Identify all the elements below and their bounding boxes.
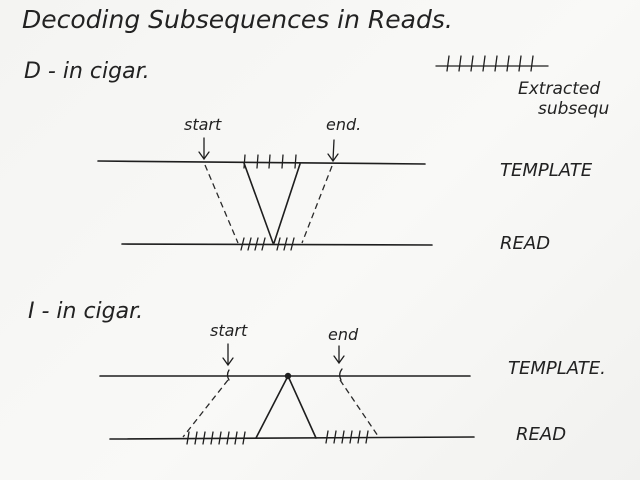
deletion-template-line — [97, 160, 426, 165]
insertion-right-diverge-line — [287, 375, 317, 439]
insertion-end-label: end — [328, 325, 359, 344]
diagram-title: Decoding Subsequences in Reads. — [22, 5, 453, 34]
insertion-end-dashed-line — [339, 379, 379, 437]
insertion-read-label: READ — [516, 424, 566, 445]
deletion-start-arrow-icon — [198, 137, 210, 161]
insertion-start-arrow-icon — [222, 343, 234, 367]
insertion-end-arrow-icon — [333, 345, 345, 365]
insertion-start-dashed-line — [182, 379, 229, 438]
deletion-heading: D - in cigar. — [24, 59, 150, 84]
deletion-template-label: TEMPLATE — [500, 160, 593, 181]
deletion-end-dashed-line — [301, 165, 333, 244]
deletion-end-arrow-icon — [327, 139, 339, 163]
deletion-read-ticks — [240, 237, 295, 251]
legend-tick-mark-icon — [435, 55, 549, 72]
legend-label-line1: Extracted — [518, 79, 600, 99]
insertion-read-ticks — [186, 430, 369, 445]
insertion-heading: I - in cigar. — [28, 299, 143, 324]
deletion-right-converge-line — [273, 163, 301, 244]
deletion-end-label: end. — [326, 115, 361, 134]
legend-extracted-subsequence: Extracted subsequ — [435, 55, 610, 119]
insertion-end-hook — [339, 368, 343, 381]
insertion-left-diverge-line — [255, 375, 289, 439]
legend-label-line2: subsequ — [538, 99, 610, 119]
insertion-section: I - in cigar. start end — [28, 299, 606, 445]
insertion-read-line — [109, 436, 475, 440]
insertion-start-label: start — [210, 321, 248, 340]
deletion-read-line — [121, 243, 433, 246]
insertion-template-label: TEMPLATE. — [508, 358, 606, 379]
deletion-read-label: READ — [500, 233, 550, 254]
deletion-start-label: start — [184, 115, 222, 134]
deletion-section: D - in cigar. start end. — [24, 59, 593, 254]
deletion-template-ticks — [243, 154, 297, 169]
insertion-start-hook — [226, 369, 230, 381]
deletion-start-dashed-line — [204, 164, 239, 244]
deletion-left-converge-line — [243, 162, 274, 244]
